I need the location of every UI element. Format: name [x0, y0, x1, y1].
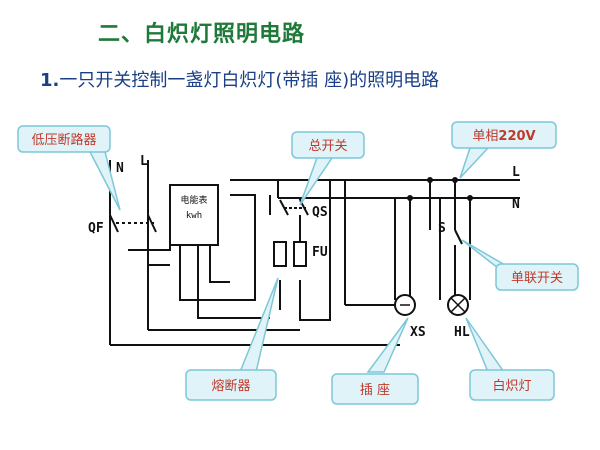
callout-breaker: 低压断路器 [31, 132, 96, 148]
callout-lamp: 白炽灯 [492, 378, 531, 394]
label-hl: HL [454, 325, 470, 340]
callouts: 低压断路器 总开关 单相220V 单联开关 熔断器 插 座 白炽灯 [17, 121, 579, 405]
label-n-left: N [116, 161, 124, 176]
callout-socket: 插 座 [360, 383, 390, 398]
label-n-right: N [512, 197, 520, 212]
breaker-switches [109, 200, 157, 265]
callout-main-switch-box [291, 131, 365, 159]
label-qf: QF [88, 221, 104, 236]
label-l-left: L [140, 154, 148, 169]
callout-socket-box [331, 373, 419, 405]
wiring [109, 160, 520, 346]
label-xs: XS [410, 325, 426, 340]
meter-box [169, 184, 219, 246]
callout-single-phase-box [451, 121, 557, 149]
callout-breaker-box [17, 125, 111, 153]
meter-label: 电能表 [180, 194, 207, 206]
page-title: 二、白炽灯照明电路 [98, 22, 306, 47]
meter-unit: kwh [186, 211, 202, 221]
single-switch [454, 229, 463, 245]
label-s: S [438, 221, 446, 236]
subtitle-text: 一只开关控制一盏灯白炽灯(带插 座)的照明电路 [59, 70, 440, 91]
label-l-right: L [512, 165, 520, 180]
main-switch [279, 199, 309, 216]
label-qs: QS [312, 205, 328, 220]
fuse-left [273, 241, 287, 267]
callout-single-phase: 单相220V [472, 129, 535, 144]
callout-main-switch: 总开关 [308, 139, 347, 154]
junction-dots [407, 177, 473, 201]
subtitle-number: 1. [40, 70, 60, 91]
callout-single-switch: 单联开关 [511, 271, 563, 286]
callout-single-switch-box [495, 263, 579, 291]
callout-lamp-box [469, 369, 555, 401]
page-subtitle: 1.一只开关控制一盏灯白炽灯(带插 座)的照明电路 [40, 66, 439, 92]
fuse-right [293, 241, 307, 267]
callout-fuse-box [185, 369, 277, 401]
callout-fuse: 熔断器 [211, 379, 250, 394]
callout-pointers [86, 147, 513, 373]
label-fu: FU [312, 245, 328, 260]
